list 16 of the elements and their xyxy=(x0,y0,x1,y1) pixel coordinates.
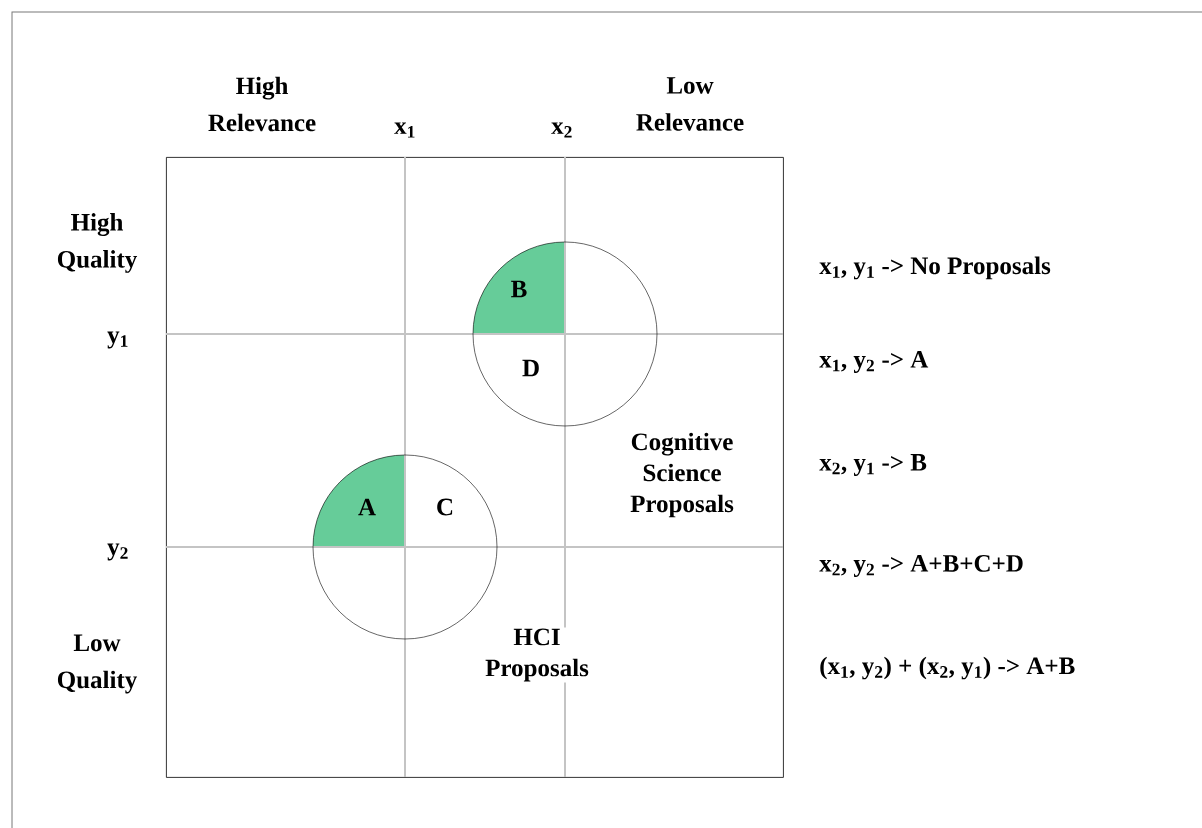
axis-tick-label: x$_{1}$ xyxy=(394,122,415,138)
rule-text: x$_{1}$, y$_{1}$ -> No Proposals xyxy=(819,256,1051,280)
axis-label: High Relevance xyxy=(208,76,316,132)
axis-tick-label: y$_{2}$ xyxy=(107,543,128,561)
rule-text: (x$_{1}$, y$_{2}$) + (x$_{2}$, y$_{1}$) -> A+B xyxy=(820,656,1075,680)
region-label: HCI Proposals xyxy=(481,627,593,683)
axis-tick-label: x$_{2}$ xyxy=(551,122,572,138)
region-label: Cognitive Science Proposals xyxy=(611,431,753,519)
axis-label: Low Quality xyxy=(57,634,138,694)
axis-label: Low Relevance xyxy=(636,77,744,131)
rule-text: x$_{2}$, y$_{1}$ -> B xyxy=(819,454,927,476)
axis-label: High Quality xyxy=(57,213,138,273)
rule-text: x$_{1}$, y$_{2}$ -> A xyxy=(819,351,929,373)
quadrant-grid xyxy=(165,156,784,778)
rule-text: x$_{2}$, y$_{2}$ -> A+B+C+D xyxy=(819,555,1023,577)
axis-tick-label: y$_{1}$ xyxy=(107,331,128,349)
